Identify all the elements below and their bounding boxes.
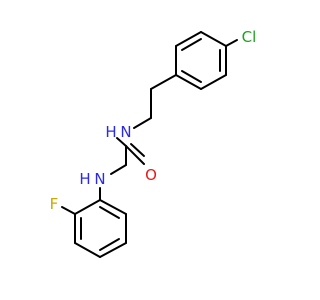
fluorine-label: F bbox=[50, 195, 59, 213]
molecule-structure: Cl N H O N H F bbox=[50, 28, 257, 258]
bond bbox=[175, 74, 202, 90]
bond bbox=[99, 199, 127, 215]
chlorine-label: Cl bbox=[242, 28, 257, 46]
atom-labels: Cl N H O N H F bbox=[50, 28, 257, 213]
bond bbox=[200, 31, 227, 47]
carbonyl-oxygen-label: O bbox=[145, 166, 157, 184]
bond bbox=[181, 70, 202, 83]
bond bbox=[99, 238, 120, 251]
bond bbox=[99, 242, 127, 258]
bond bbox=[175, 31, 202, 47]
amide-nitrogen-2-label: N bbox=[94, 170, 105, 188]
bond bbox=[133, 117, 152, 129]
bond bbox=[150, 74, 177, 90]
amide-hydrogen-2-label: H bbox=[79, 170, 90, 188]
bonds bbox=[61, 31, 238, 258]
amide-nitrogen-1-label: N bbox=[120, 123, 131, 141]
bond bbox=[181, 38, 202, 51]
bond bbox=[110, 164, 127, 175]
bond bbox=[61, 206, 76, 215]
bond bbox=[74, 242, 101, 258]
bond bbox=[200, 74, 227, 90]
bond bbox=[116, 137, 127, 147]
bond bbox=[74, 199, 101, 215]
amide-hydrogen-1-label: H bbox=[105, 123, 116, 141]
bond bbox=[225, 39, 238, 47]
bond bbox=[99, 206, 120, 219]
structure-canvas: Cl N H O N H F bbox=[50, 28, 257, 258]
bond bbox=[130, 143, 145, 157]
bond bbox=[125, 145, 145, 165]
